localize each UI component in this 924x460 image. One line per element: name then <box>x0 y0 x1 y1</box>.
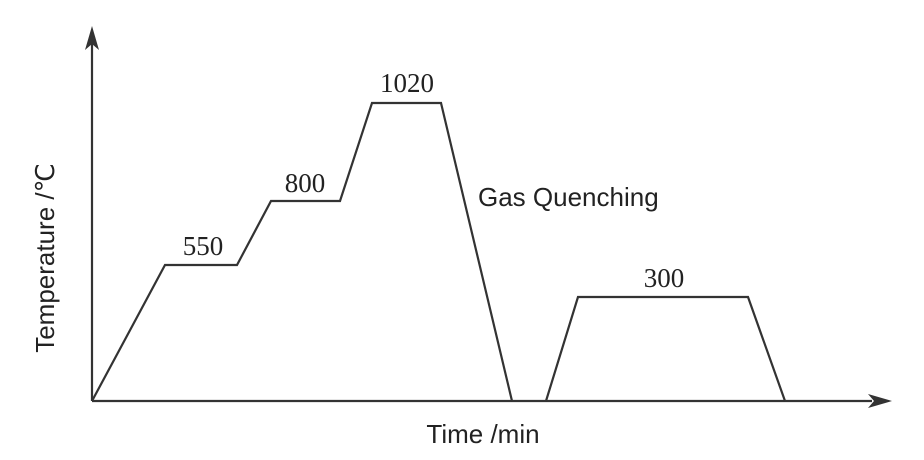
hold-label-800: 800 <box>285 168 326 198</box>
heating-profile-line <box>91 101 514 402</box>
y-axis-label: Temperature /℃ <box>30 163 60 353</box>
hold-label-300: 300 <box>644 263 685 293</box>
tempering-profile-line <box>544 295 787 402</box>
y-axis-arrow <box>85 26 99 50</box>
x-axis-arrow <box>868 394 892 408</box>
hold-label-1020: 1020 <box>380 68 434 98</box>
x-axis-label: Time /min <box>426 419 539 449</box>
hold-label-550: 550 <box>183 231 224 261</box>
gas-quenching-annotation: Gas Quenching <box>478 182 659 212</box>
